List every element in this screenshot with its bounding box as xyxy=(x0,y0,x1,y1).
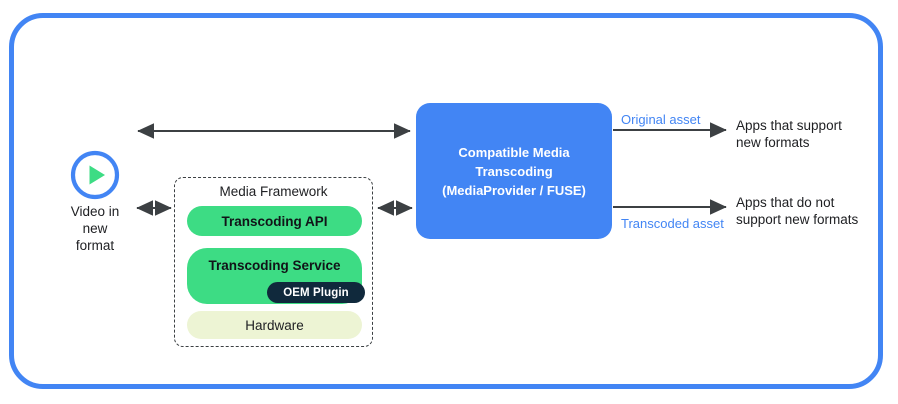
apps-support-new-formats-label: Apps that support new formats xyxy=(736,118,842,150)
video-source-caption: Video in new format xyxy=(70,204,120,253)
layer-transcoding-service-label: Transcoding Service xyxy=(208,258,341,273)
oem-plugin-badge[interactable]: OEM Plugin xyxy=(267,282,365,303)
transcoded-asset-label: Transcoded asset xyxy=(621,216,724,231)
apps-not-support-new-formats-label: Apps that do not support new formats xyxy=(736,195,859,227)
outer-frame-border xyxy=(9,13,883,389)
media-framework-group: Media Framework Transcoding API Transcod… xyxy=(174,177,373,347)
media-framework-title: Media Framework xyxy=(219,184,328,199)
play-circle-icon xyxy=(70,150,120,200)
layer-transcoding-api[interactable]: Transcoding API xyxy=(187,206,362,236)
compatible-media-transcoding-box[interactable]: Compatible Media Transcoding (MediaProvi… xyxy=(416,103,612,239)
original-asset-label: Original asset xyxy=(621,112,701,127)
layer-hardware[interactable]: Hardware xyxy=(187,311,362,339)
